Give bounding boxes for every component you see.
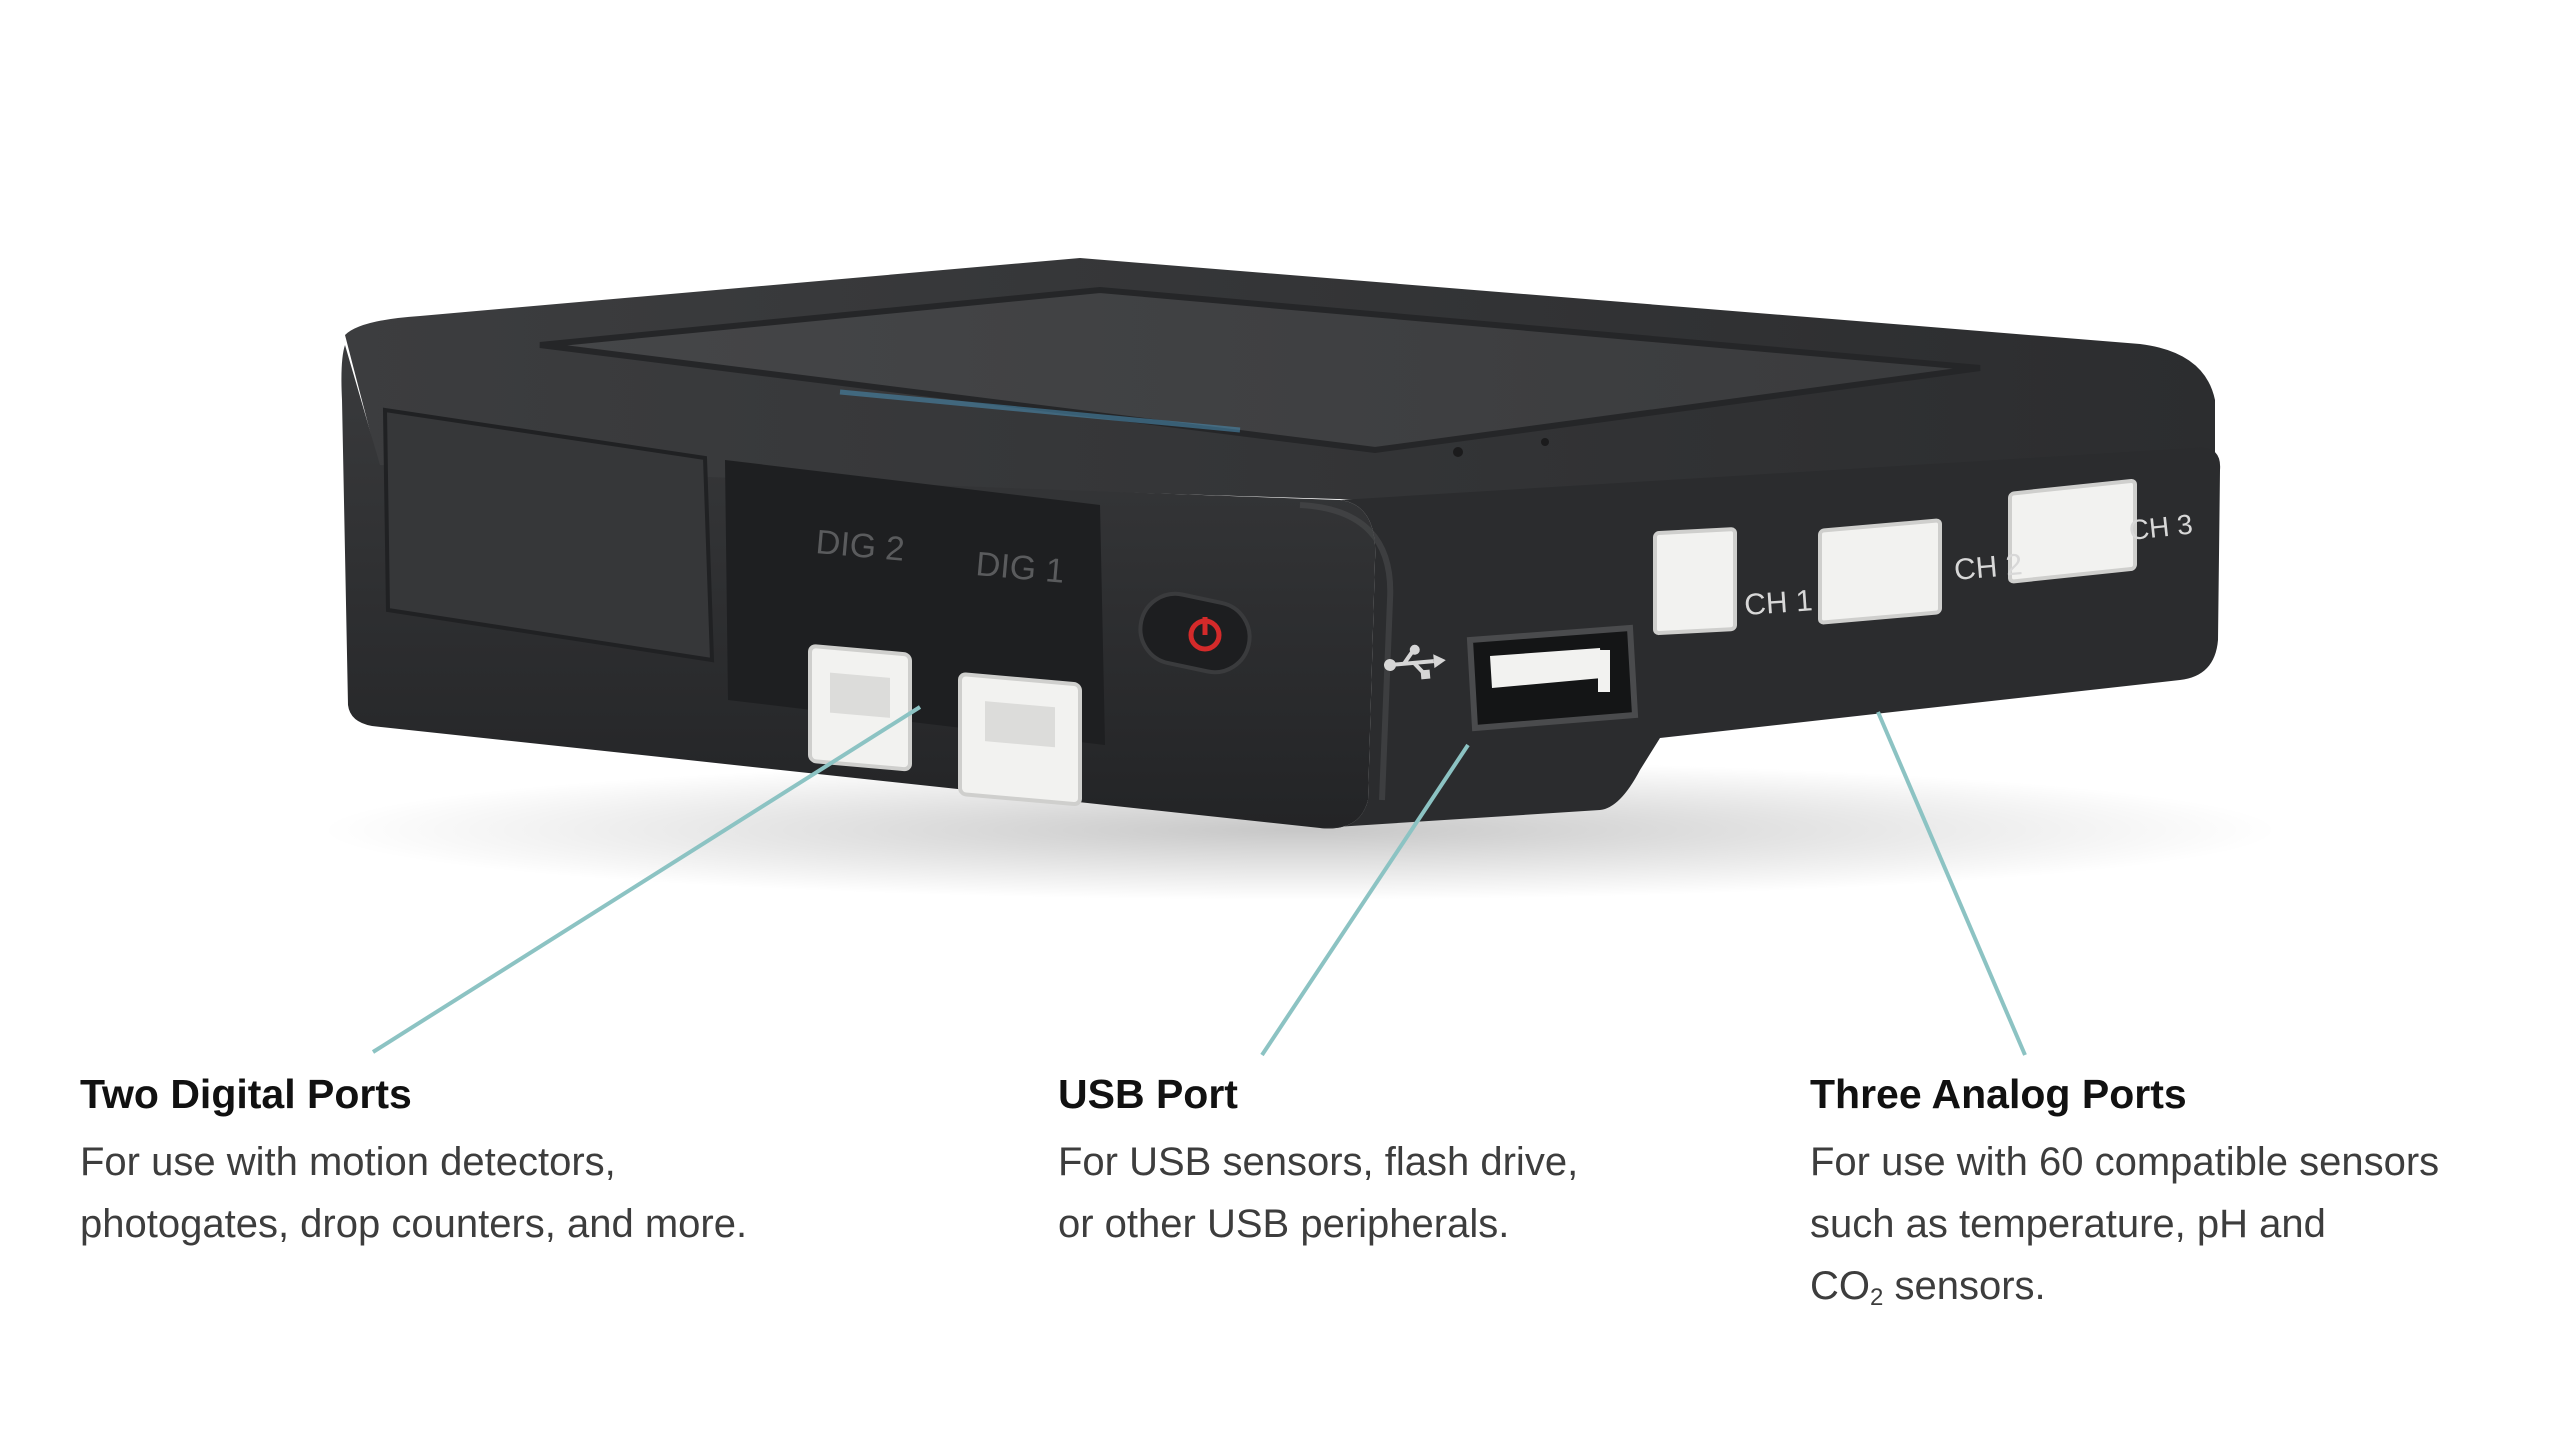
callout-line: For use with 60 compatible sensors [1810,1140,2440,1185]
battery-door [382,407,715,663]
dig2-port-contacts [830,672,890,718]
ch1-label: CH 1 [1743,584,1813,622]
callout-description: For use with motion detectors, photogate… [80,1131,980,1255]
digital-leader-line [371,705,922,1054]
ch3-label: CH 3 [2127,508,2194,545]
ch1-port [1653,527,1737,636]
dig2-label: DIG 2 [814,523,906,569]
dig1-label: DIG 1 [974,545,1066,591]
callout-description: For use with 60 compatible sensors such … [1810,1131,2550,1317]
callout-line: or other USB peripherals. [1058,1202,1510,1247]
co2-subscript: 2 [1870,1284,1884,1312]
analog-ports-callout: Three Analog Ports For use with 60 compa… [1810,1070,2550,1317]
power-icon [1188,617,1222,652]
callout-line: CO2 sensors. [1810,1255,2550,1317]
device-right-face [1320,447,2221,829]
power-button[interactable] [1134,587,1256,678]
callout-title: Three Analog Ports [1810,1071,2187,1117]
callout-title: Two Digital Ports [80,1071,412,1117]
ch2-port [1818,518,1942,625]
corner-highlight [1299,502,1394,801]
dig1-port-contacts [985,701,1055,748]
callout-line: photogates, drop counters, and more. [80,1202,748,1247]
co2-text: CO [1810,1264,1870,1309]
usb-port [1466,624,1639,732]
callout-title: USB Port [1058,1071,1238,1117]
sensors-text: sensors. [1883,1264,2046,1309]
analog-leader-line [1876,711,2027,1056]
callout-description: For USB sensors, flash drive, or other U… [1058,1131,1758,1255]
device-logo-mark [839,389,1241,433]
usb-icon [1384,644,1446,680]
digital-ports-callout: Two Digital Ports For use with motion de… [80,1070,980,1255]
usb-port-callout: USB Port For USB sensors, flash drive, o… [1058,1070,1758,1255]
sensor-dot [1541,438,1549,446]
sensor-dot [1453,447,1463,457]
usb-leader-line [1260,743,1470,1057]
callout-line: such as temperature, pH and [1810,1202,2326,1247]
ch3-port [2008,478,2137,584]
ch2-label: CH 2 [1953,548,2024,587]
device-shadow [320,760,2280,900]
callout-line: For USB sensors, flash drive, [1058,1140,1579,1185]
callout-line: For use with motion detectors, [80,1140,616,1185]
